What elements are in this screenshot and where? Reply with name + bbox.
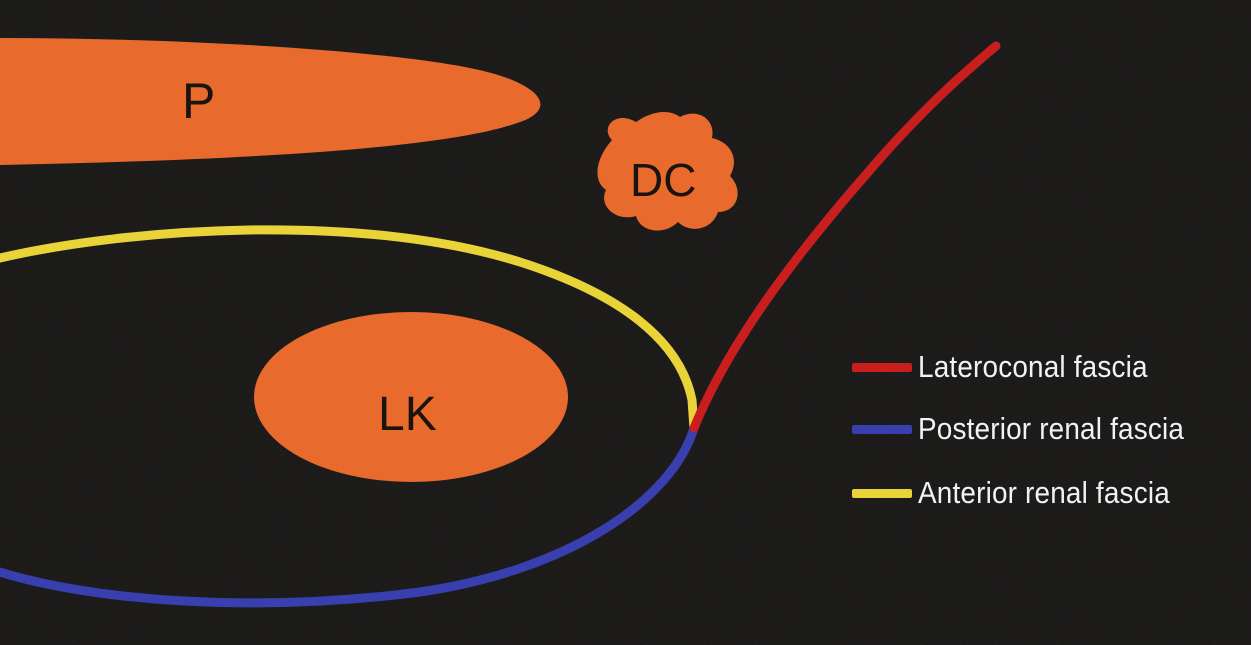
descending-colon-label: DC bbox=[630, 154, 696, 206]
legend-item-posterior: Posterior renal fascia bbox=[852, 406, 1214, 452]
legend-label-anterior: Anterior renal fascia bbox=[918, 475, 1170, 511]
left-kidney-label: LK bbox=[378, 388, 437, 441]
anterior-swatch bbox=[852, 489, 912, 498]
legend-label-lateroconal: Lateroconal fascia bbox=[918, 349, 1148, 385]
psoas-label: P bbox=[182, 73, 215, 129]
legend-item-lateroconal: Lateroconal fascia bbox=[852, 344, 1173, 390]
legend-label-posterior: Posterior renal fascia bbox=[918, 411, 1184, 447]
legend-item-anterior: Anterior renal fascia bbox=[852, 470, 1198, 516]
posterior-swatch bbox=[852, 425, 912, 434]
lateroconal-swatch bbox=[852, 363, 912, 372]
